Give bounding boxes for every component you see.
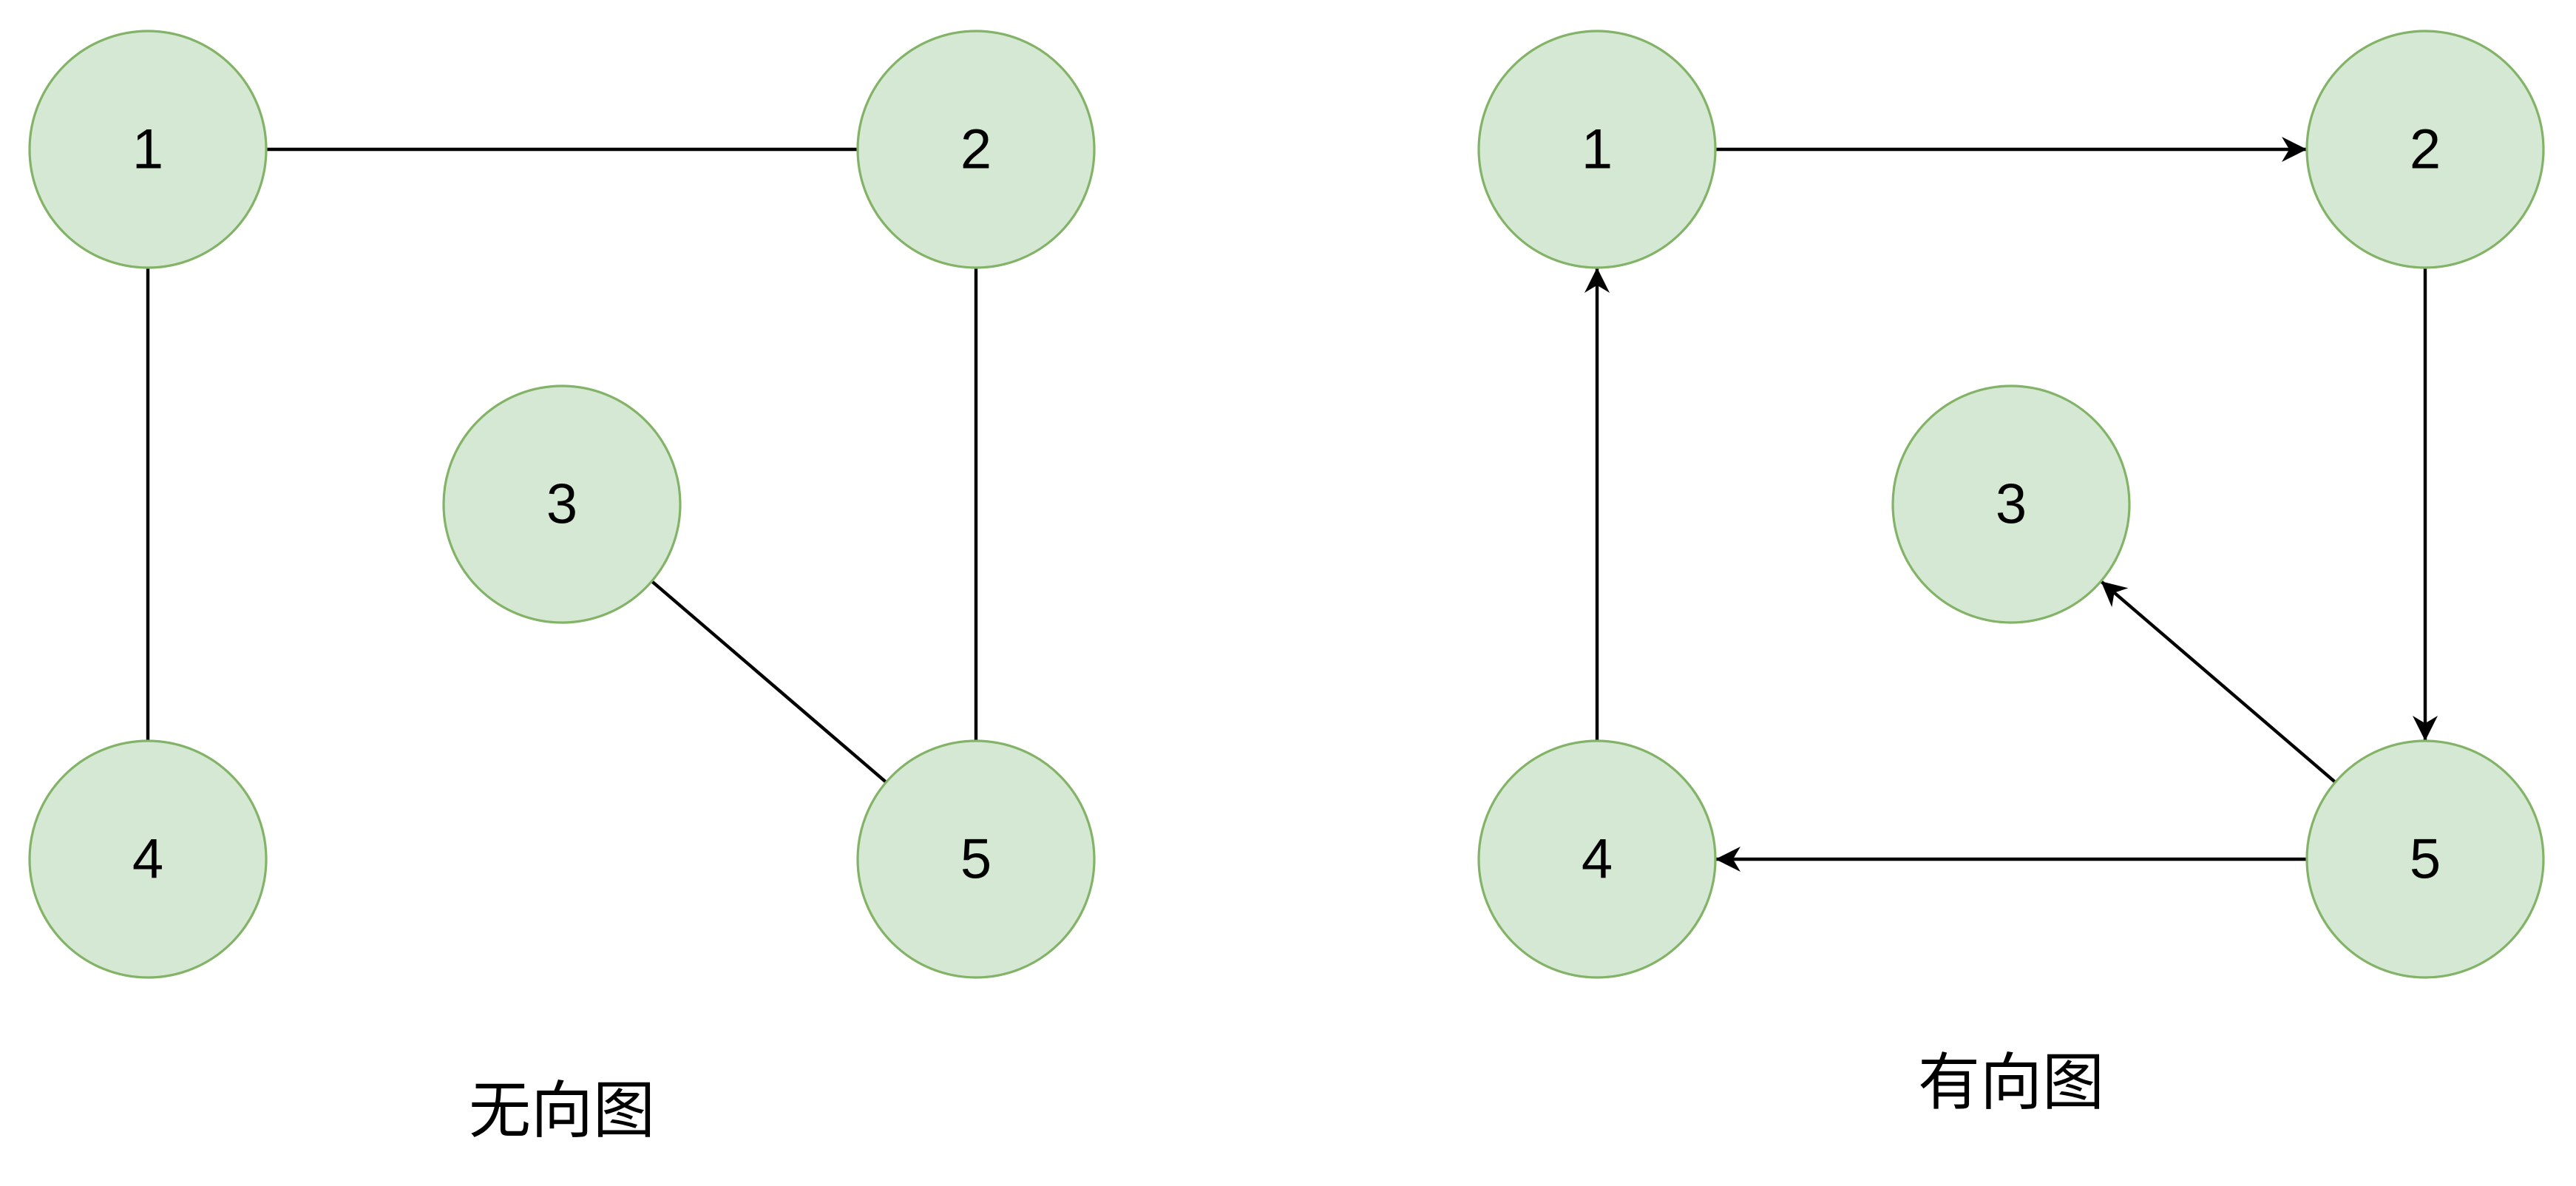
undirected-graph-caption: 无向图	[469, 1074, 655, 1147]
node-circle	[1477, 30, 1717, 269]
node-circle	[856, 30, 1096, 269]
node-label: 1	[1582, 118, 1613, 181]
undirected-node-4: 4	[28, 739, 268, 979]
node-label: 5	[2410, 828, 2441, 891]
node-label: 3	[546, 473, 577, 536]
node-circle	[2305, 30, 2545, 269]
node-circle	[28, 30, 268, 269]
node-circle	[1477, 739, 1717, 979]
directed-graph-caption: 有向图	[1918, 1046, 2104, 1119]
node-label: 3	[1996, 473, 2027, 536]
node-circle	[28, 739, 268, 979]
directed-node-1: 1	[1477, 30, 1717, 269]
directed-node-4: 4	[1477, 739, 1717, 979]
arrow-edge-5-3	[2100, 580, 2336, 784]
undirected-node-5: 5	[856, 739, 1096, 979]
node-circle	[442, 384, 682, 624]
node-label: 1	[132, 118, 163, 181]
undirected-node-1: 1	[28, 30, 268, 269]
node-label: 2	[2410, 118, 2441, 181]
undirected-node-2: 2	[856, 30, 1096, 269]
directed-node-2: 2	[2305, 30, 2545, 269]
directed-node-5: 5	[2305, 739, 2545, 979]
undirected-graph-nodes: 1 2 3 4 5	[28, 30, 1096, 979]
directed-node-3: 3	[1891, 384, 2131, 624]
node-label: 2	[960, 118, 992, 181]
undirected-node-3: 3	[442, 384, 682, 624]
directed-graph-nodes: 1 2 3 4 5	[1477, 30, 2545, 979]
directed-graph: 1 2 3 4 5 有向图	[1477, 30, 2545, 1119]
directed-graph-edges	[1584, 137, 2438, 872]
node-label: 5	[960, 828, 992, 891]
undirected-graph-edges	[146, 147, 978, 784]
edge-3-5	[651, 580, 887, 784]
node-circle	[1891, 384, 2131, 624]
node-circle	[2305, 739, 2545, 979]
node-circle	[856, 739, 1096, 979]
node-label: 4	[132, 828, 163, 891]
node-label: 4	[1582, 828, 1613, 891]
undirected-graph: 1 2 3 4 5 无向图	[28, 30, 1096, 1147]
